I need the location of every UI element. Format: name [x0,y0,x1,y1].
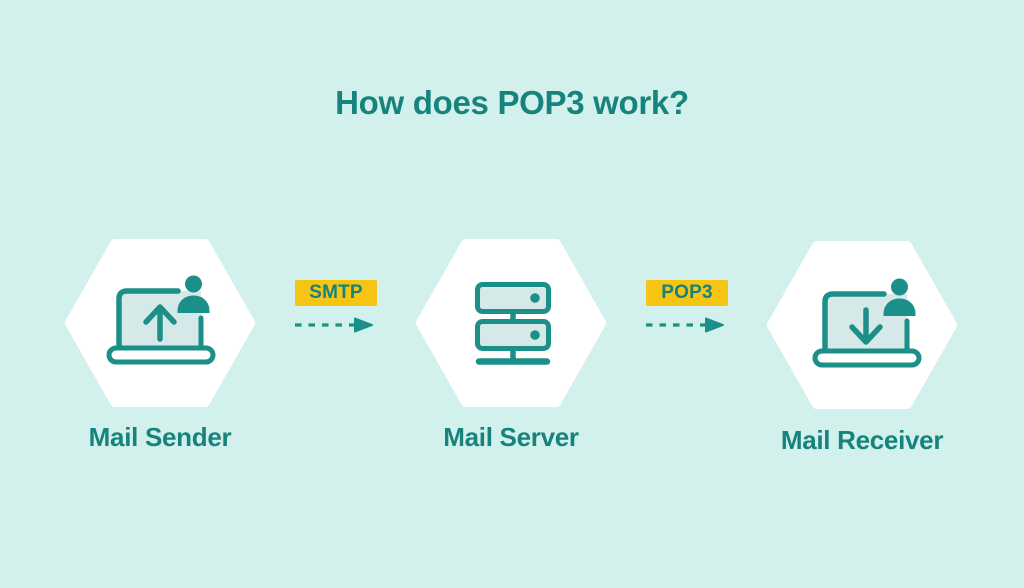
server-led-top [530,293,540,303]
dashed-arrow-icon [295,317,373,333]
node-label-mail-server: Mail Server [443,422,579,452]
dashed-arrow-icon [646,317,724,333]
laptop-base [812,348,922,368]
person-head [891,278,908,296]
laptop-base [106,345,216,365]
protocol-badge-smtp: SMTP [295,280,377,306]
person-shoulders [177,295,210,313]
node-label-mail-receiver: Mail Receiver [780,425,944,455]
laptop-download-user-icon [812,278,922,368]
person-head [185,275,202,293]
server-stack-icon [475,282,551,365]
download-arrow-icon [849,307,883,345]
person-shoulders [883,298,916,316]
node-label-mail-sender: Mail Sender [88,422,232,452]
upload-arrow-icon [143,304,177,342]
server-unit-top [475,282,551,314]
server-unit-bottom [475,319,551,351]
laptop-upload-user-icon [106,275,216,365]
server-led-bottom [530,330,540,340]
protocol-badge-pop3: POP3 [646,280,728,306]
page-title: How does POP3 work? [335,84,689,121]
